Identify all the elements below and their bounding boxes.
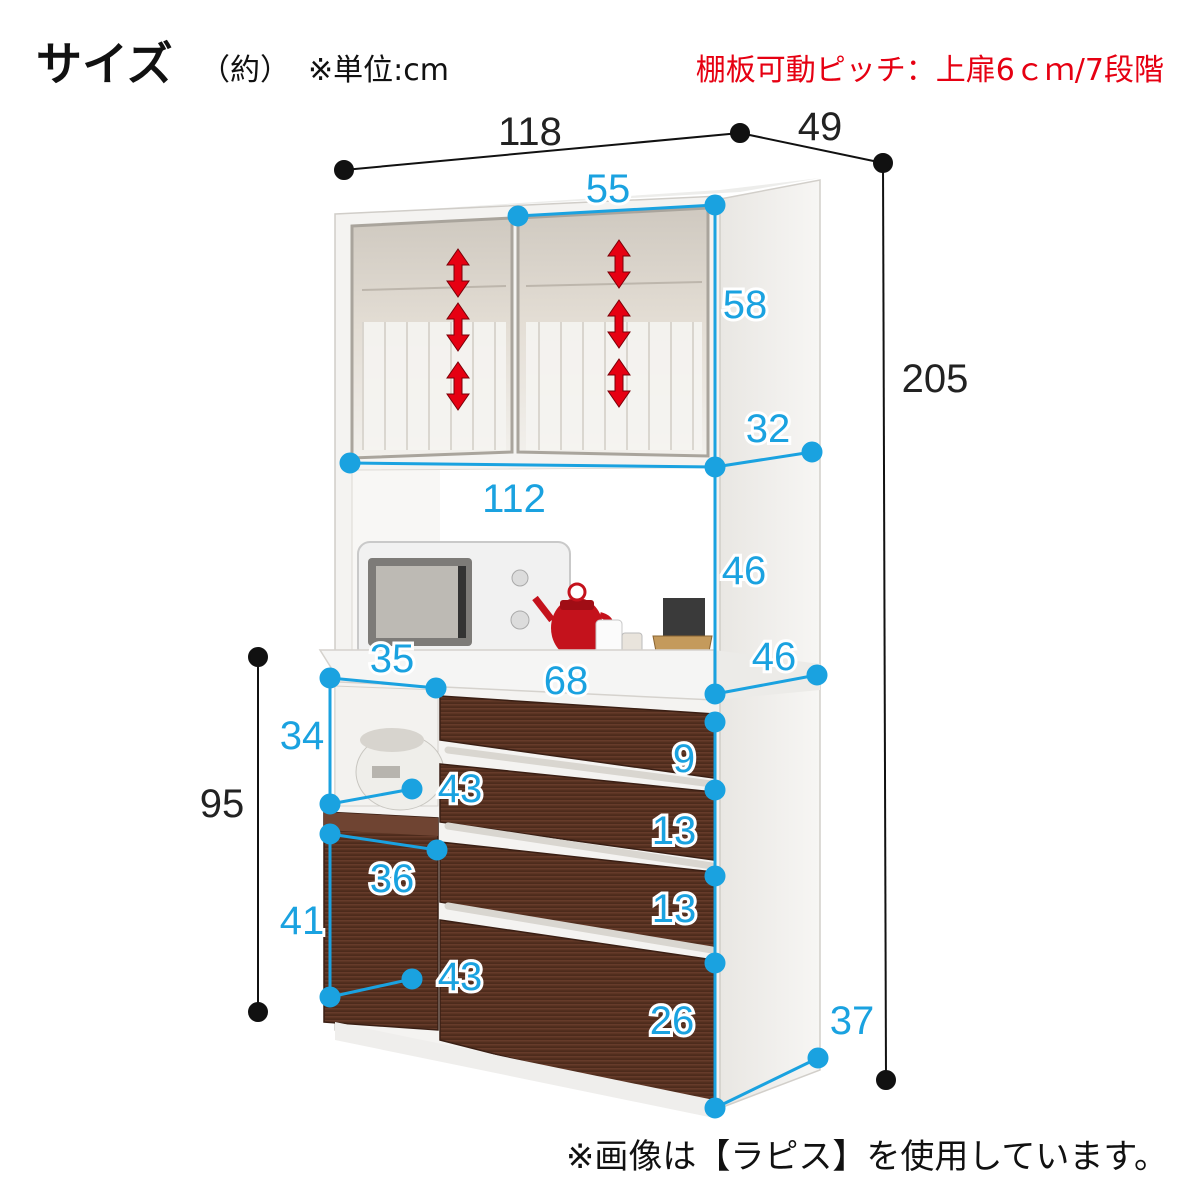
left-niche-depth-label: 43: [438, 767, 483, 811]
drawer3-height-label: 13: [652, 887, 697, 931]
dim-point: [807, 1047, 829, 1069]
curtain-left: [362, 322, 506, 450]
upper-inner-depth-label: 32: [746, 407, 791, 451]
overall-width-label: 118: [498, 110, 562, 154]
upper-door-width-label: 55: [586, 167, 631, 211]
dim-point: [704, 865, 726, 887]
shelf-adjust-arrows: [446, 239, 631, 411]
dim-point: [704, 194, 726, 216]
dim-point: [339, 452, 361, 474]
dim-point: [425, 677, 447, 699]
dim-point: [873, 153, 893, 173]
shelf-pitch-label: 棚板可動ピッチ：上扉6ｃｍ/7段階: [696, 53, 1164, 88]
title: サイズ: [36, 37, 173, 91]
drawer4-height-label: 26: [650, 999, 695, 1043]
dim-point: [806, 664, 828, 686]
dim-point: [319, 793, 341, 815]
upper-shelf-right: [525, 281, 703, 287]
dim-point: [248, 647, 268, 667]
unit-label: ※単位:cm: [308, 53, 449, 88]
dim-point: [401, 778, 423, 800]
dim-point: [876, 1070, 896, 1090]
dim-point: [401, 968, 423, 990]
dim-point: [801, 441, 823, 463]
left-niche-width-label: 35: [370, 637, 415, 681]
drawer1-height-label: 9: [673, 737, 695, 781]
open-height-label: 46: [722, 549, 767, 593]
microwave: [357, 541, 571, 661]
plinth: [335, 1022, 714, 1118]
lower-depth-label: 37: [830, 999, 875, 1043]
dim-point: [704, 456, 726, 478]
dim-point: [319, 667, 341, 689]
upper-door-height-label: 58: [723, 283, 768, 327]
overall-dimension-lines: [248, 123, 896, 1090]
left-niche-height-label: 34: [280, 714, 325, 758]
dim-point: [319, 986, 341, 1008]
dim-point: [426, 839, 448, 861]
open-width-label: 112: [482, 477, 546, 521]
curtain-right: [526, 322, 702, 450]
approx-label: （約）: [200, 53, 290, 88]
detail-dimension-lines: [319, 194, 829, 1119]
overall-depth-label: 49: [798, 105, 843, 149]
dim-point: [704, 711, 726, 733]
dim-point: [704, 952, 726, 974]
dim-point: [730, 123, 750, 143]
lower-height-label: 95: [200, 782, 245, 826]
dim-point: [704, 1097, 726, 1119]
dim-point: [248, 1002, 268, 1022]
counter-side: [714, 650, 820, 700]
left-door: [323, 811, 439, 1031]
overall-height-label: 205: [902, 357, 969, 401]
dim-point: [507, 205, 529, 227]
dim-point: [704, 779, 726, 801]
dim-point: [704, 683, 726, 705]
drawer-handles: [444, 746, 716, 954]
header: サイズ （約） ※単位:cm 棚板可動ピッチ：上扉6ｃｍ/7段階: [36, 37, 1164, 91]
counter-depth-label: 46: [752, 635, 797, 679]
left-door-height-label: 41: [280, 899, 325, 943]
drawer2-height-label: 13: [652, 809, 697, 853]
left-door-drawer: [324, 812, 438, 836]
dim-point: [319, 823, 341, 845]
dim-point: [334, 160, 354, 180]
image-note: ※画像は【ラピス】を使用しています。: [566, 1137, 1168, 1177]
upper-shelf-left: [361, 285, 507, 291]
drawer-width-label: 68: [544, 659, 589, 703]
left-door-width-label: 36: [370, 857, 415, 901]
left-door-depth-label: 43: [438, 955, 483, 999]
